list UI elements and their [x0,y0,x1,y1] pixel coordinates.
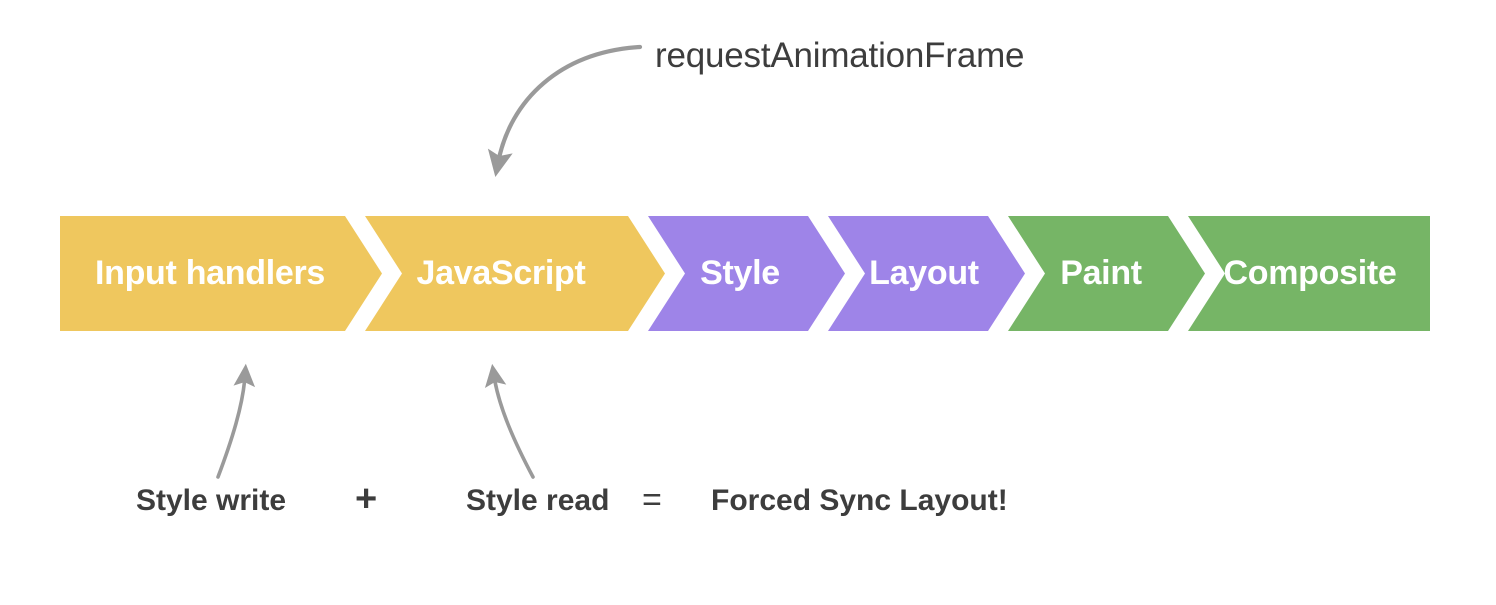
separator-input-javascript [345,216,402,331]
stage-label-paint: Paint [1060,254,1142,292]
equation-term-style-write: Style write [136,484,287,517]
style-write-arrow [216,363,256,479]
equation-result-forced-sync-layout: Forced Sync Layout! [711,484,1008,517]
stage-label-style: Style [700,254,780,292]
forced-sync-layout-equation: Style write + Style read = Forced Sync L… [0,478,1496,531]
pipeline-svg: Input handlers JavaScript Style Layout P… [60,216,1430,331]
segment-style-layout-group [648,216,1025,331]
equation-term-style-read: Style read [466,484,610,517]
request-animation-frame-arrow [487,44,643,178]
stage-label-composite: Composite [1224,254,1397,292]
style-read-arrow [484,363,535,479]
rendering-pipeline-bar: Input handlers JavaScript Style Layout P… [60,216,1430,331]
request-animation-frame-label: requestAnimationFrame [655,36,1025,75]
separator-paint-composite [1168,216,1225,331]
equation-operator-plus: + [355,478,378,520]
stage-label-input-handlers: Input handlers [95,254,325,292]
segment-javascript-group [60,216,665,331]
equation-operator-equals: = [642,481,662,519]
pipeline-separators [345,216,1225,331]
separator-style-layout [808,216,865,331]
stage-label-layout: Layout [869,254,979,292]
stage-label-javascript: JavaScript [417,254,586,292]
